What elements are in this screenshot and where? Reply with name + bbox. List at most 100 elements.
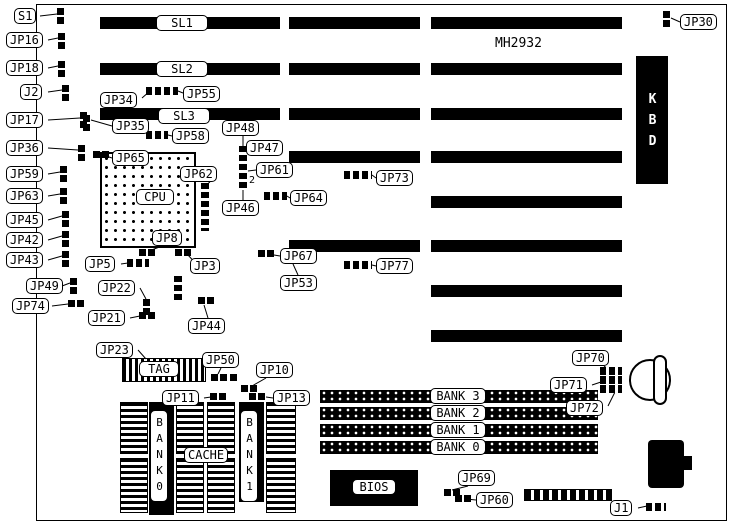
isa-slot-segment — [431, 108, 622, 120]
battery-holder — [653, 355, 667, 405]
jumper-strip-jp73 — [344, 171, 372, 179]
connector-strip-jp3 — [174, 276, 182, 302]
isa-slot-segment — [431, 196, 622, 208]
jumper-pins-jp50 — [230, 374, 237, 381]
jumper-pins-jp30 — [663, 11, 670, 18]
jumper-pins-jp3 — [175, 249, 182, 256]
jumper-pins-s1 — [57, 17, 64, 24]
isa-slot-segment — [289, 63, 420, 75]
jumper-block-jp70 — [600, 367, 622, 375]
cache-chip — [120, 402, 148, 454]
label-jp46: JP46 — [222, 200, 259, 216]
jumper-pins-jp35 — [83, 124, 90, 131]
label-jp49: JP49 — [26, 278, 63, 294]
kbd-label: KBD — [645, 92, 660, 155]
oscillator-jp62 — [201, 183, 209, 231]
label-bank0: BANK 0 — [430, 439, 486, 455]
label-jp73: JP73 — [376, 170, 413, 186]
jumper-pins-jp49 — [70, 278, 77, 285]
model-text: MH2932 — [495, 36, 542, 51]
jumper-strip-jp34-jp55 — [146, 87, 178, 95]
label-jp77: JP77 — [376, 258, 413, 274]
label-jp71: JP71 — [550, 377, 587, 393]
jumper-pins-j2 — [62, 85, 69, 92]
jumper-pins-jp60 — [455, 495, 462, 502]
label-jp45: JP45 — [6, 212, 43, 228]
jumper-pins-jp36 — [78, 145, 85, 152]
label-j1: J1 — [610, 500, 633, 516]
jumper-pins-jp13 — [258, 393, 265, 400]
jumper-pins-jp65 — [102, 151, 109, 158]
cache-chip — [266, 402, 296, 454]
label-jp34: JP34 — [100, 92, 137, 108]
jumper-pins-jp42 — [62, 240, 69, 247]
jumper-pins-jp74 — [68, 300, 75, 307]
jumper-pins-jp21 — [148, 312, 155, 319]
jumper-strip-jp58 — [146, 131, 168, 139]
jumper-pins-jp43 — [62, 251, 69, 258]
jumper-pins-jp13 — [249, 393, 256, 400]
jumper-pins-jp42 — [62, 231, 69, 238]
jumper-pins-s1 — [57, 8, 64, 15]
isa-slot-segment — [431, 285, 622, 297]
jumper-pins-jp18 — [58, 70, 65, 77]
cache-chip — [207, 458, 235, 513]
jumper-pins-jp59 — [60, 175, 67, 182]
jumper-pins-jp16 — [58, 33, 65, 40]
jumper-pins-jp10 — [241, 385, 248, 392]
label-jp62: JP62 — [180, 166, 217, 182]
power-connector-tab — [682, 456, 692, 470]
connector-strip-j1 — [646, 503, 666, 511]
jumper-pins-jp50 — [211, 374, 218, 381]
jumper-pins-jp67 — [258, 250, 265, 257]
label-jp63: JP63 — [6, 188, 43, 204]
isa-slot-segment — [289, 17, 420, 29]
isa-slot-segment — [431, 330, 622, 342]
jumper-pins-jp36 — [78, 154, 85, 161]
jumper-pins-jp10 — [250, 385, 257, 392]
label-jp8: JP8 — [152, 230, 182, 246]
label-jp43: JP43 — [6, 252, 43, 268]
jumper-pins-jp63 — [60, 197, 67, 204]
jumper-pins-jp45 — [62, 211, 69, 218]
pin-header-strip — [524, 489, 612, 501]
jumper-pins-jp8 — [139, 249, 146, 256]
jumper-pins-jp18 — [58, 61, 65, 68]
power-connector — [648, 440, 684, 488]
label-jp74: JP74 — [12, 298, 49, 314]
jumper-pins-jp63 — [60, 188, 67, 195]
label-jp17: JP17 — [6, 112, 43, 128]
jumper-strip-jp77 — [344, 261, 372, 269]
label-jp67: JP67 — [280, 248, 317, 264]
label-s1: S1 — [14, 8, 37, 24]
label-jp47: JP47 — [246, 140, 283, 156]
jumper-pins-jp35 — [83, 115, 90, 122]
label-jp3: JP3 — [190, 258, 220, 274]
label-jp42: JP42 — [6, 232, 43, 248]
jumper-pins-jp8 — [148, 249, 155, 256]
jumper-pins-jp69 — [444, 489, 451, 496]
jumper-pins-j2 — [62, 94, 69, 101]
label-cpu: CPU — [136, 189, 174, 205]
isa-slot-segment — [289, 108, 420, 120]
isa-slot-segment — [431, 151, 622, 163]
label-jp58: JP58 — [172, 128, 209, 144]
jumper-pins-jp22 — [143, 299, 150, 306]
jumper-pins-jp11 — [210, 393, 217, 400]
label-jp48: JP48 — [222, 120, 259, 136]
label-bank1: BANK 1 — [430, 422, 486, 438]
label-jp22: JP22 — [98, 280, 135, 296]
jumper-pins-jp50 — [220, 374, 227, 381]
jumper-pins-jp49 — [70, 287, 77, 294]
label-jp23: JP23 — [96, 342, 133, 358]
label-jp53: JP53 — [280, 275, 317, 291]
jumper-block-jp70 — [600, 376, 622, 384]
label-j2: J2 — [20, 84, 43, 100]
jumper-pins-jp21 — [139, 312, 146, 319]
label-sl3: SL3 — [158, 108, 210, 124]
label-jp16: JP16 — [6, 32, 43, 48]
label-jp21: JP21 — [88, 310, 125, 326]
label-jp69: JP69 — [458, 470, 495, 486]
label-jp36: JP36 — [6, 140, 43, 156]
